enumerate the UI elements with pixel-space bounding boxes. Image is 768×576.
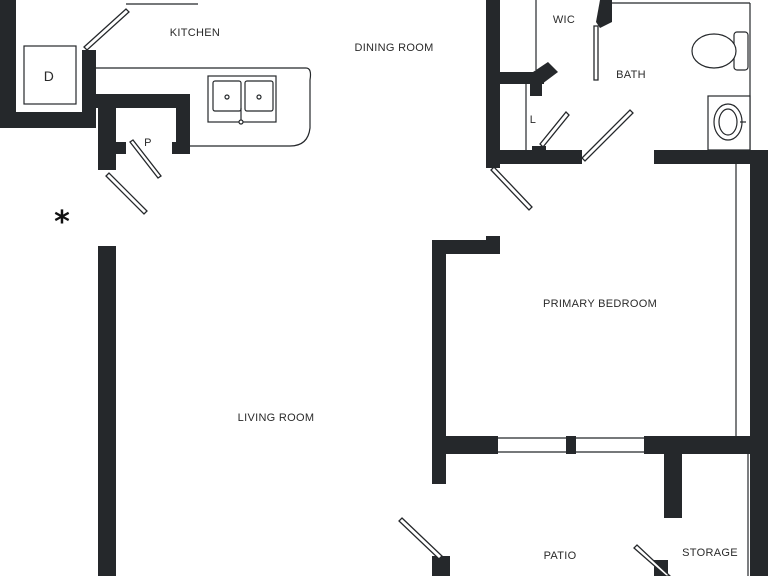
- door-linen: [539, 111, 570, 148]
- label-dining-room: DINING ROOM: [354, 42, 433, 54]
- wall-bath-bottom-right: [654, 150, 768, 164]
- label-primary-bedroom: PRIMARY BEDROOM: [543, 298, 657, 310]
- wall-pantry-stub-left: [116, 142, 126, 154]
- kitchen-sink: [207, 75, 277, 125]
- wall-storage-left: [664, 454, 682, 518]
- wall-bedroom-bottom-right: [644, 436, 768, 454]
- dryer-box: [23, 45, 77, 105]
- wall-bedroom-top: [432, 240, 500, 254]
- label-living-room: LIVING ROOM: [238, 412, 315, 424]
- label-wic: WIC: [553, 14, 575, 26]
- wall-bedroom-top-cap: [486, 236, 500, 254]
- label-kitchen: KITCHEN: [170, 27, 220, 39]
- wall-wic-jamb: [596, 0, 612, 28]
- wall-pantry-right: [176, 94, 190, 154]
- door-kitchen-top: [83, 8, 130, 51]
- thin-lines: [96, 0, 751, 576]
- bath-vanity: [707, 95, 751, 151]
- wall-linen-bottom: [486, 150, 582, 164]
- wall-right-exterior: [750, 150, 768, 576]
- wall-linen-door-stop: [532, 146, 546, 152]
- wall-patio-left-post: [432, 556, 450, 576]
- wall-bath-left: [486, 0, 500, 168]
- wall-linen-jamb: [530, 62, 558, 96]
- label-patio: PATIO: [544, 550, 577, 562]
- door-storage: [633, 544, 671, 576]
- wall-bedroom-bottom-left: [432, 436, 498, 454]
- wall-laundry-bottom: [0, 112, 96, 128]
- wall-pantry-left: [98, 94, 116, 170]
- label-linen: L: [530, 114, 536, 126]
- door-entry: [105, 172, 148, 215]
- door-patio: [398, 517, 443, 560]
- wall-window-mullion: [566, 436, 576, 454]
- door-wic: [593, 25, 599, 81]
- label-storage: STORAGE: [682, 547, 738, 559]
- label-dryer: D: [44, 68, 54, 84]
- wall-left-exterior: [0, 0, 16, 128]
- toilet: [691, 31, 749, 71]
- wall-living-left: [98, 246, 116, 576]
- kitchen-counter: [96, 67, 312, 147]
- door-pantry: [129, 139, 162, 179]
- fixtures: [23, 31, 751, 151]
- wall-laundry-right: [82, 50, 96, 128]
- door-bedroom: [490, 166, 533, 211]
- doors: [83, 8, 671, 576]
- wall-bedroom-left: [432, 240, 446, 484]
- wall-pantry-stub-right: [172, 142, 190, 154]
- room-labels: KITCHEN DINING ROOM WIC BATH D P L PRIMA…: [44, 14, 738, 562]
- label-bath: BATH: [616, 69, 646, 81]
- door-bath: [581, 109, 634, 162]
- entry-marker: *: [54, 205, 70, 240]
- label-pantry: P: [144, 137, 152, 149]
- wall-pantry-top: [96, 94, 190, 108]
